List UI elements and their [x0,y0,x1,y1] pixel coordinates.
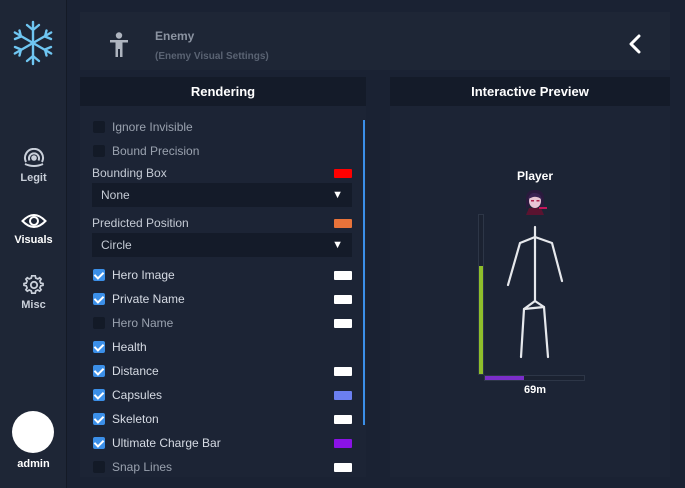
page-title: Enemy [155,29,195,43]
option-ignore-invisible[interactable]: Ignore Invisible [92,117,352,137]
private-name-label: Private Name [112,292,185,306]
hero-name-checkbox[interactable] [93,317,105,329]
nav-label-visuals: Visuals [14,234,53,246]
nav-item-legit[interactable]: Legit [0,148,67,184]
option-hero-image[interactable]: Hero Image [92,265,352,285]
dropdown-arrow-icon: ▼ [332,189,343,201]
private-name-checkbox[interactable] [93,293,105,305]
ignore-invisible-label: Ignore Invisible [112,120,193,134]
ignore-invisible-checkbox[interactable] [93,121,105,133]
bound-precision-label: Bound Precision [112,144,200,158]
bounding-box-selected: None [101,188,130,202]
nav-item-misc[interactable]: Misc [0,275,67,311]
predicted-position-select[interactable]: Circle ▼ [92,233,352,257]
snowflake-icon[interactable] [10,20,56,66]
nav-item-visuals[interactable]: Visuals [0,212,67,246]
page-subtitle: (Enemy Visual Settings) [155,51,269,62]
option-skeleton[interactable]: Skeleton [92,409,352,429]
page-header: Enemy (Enemy Visual Settings) [80,12,670,70]
snap-lines-color-swatch[interactable] [334,463,352,472]
hero-image-color-swatch[interactable] [334,271,352,280]
skeleton-figure [506,225,564,359]
option-private-name[interactable]: Private Name [92,289,352,309]
bounding-box-color-swatch[interactable] [334,169,352,178]
rendering-title: Rendering [80,77,366,106]
health-checkbox[interactable] [93,341,105,353]
chevron-left-icon[interactable] [628,34,642,54]
health-bar-fill [479,265,483,374]
capsules-label: Capsules [112,388,163,402]
target-icon [23,148,44,167]
distance-readout: 69m [523,384,547,396]
nav-label-misc: Misc [21,299,46,311]
distance-color-swatch[interactable] [334,367,352,376]
predicted-position-color-swatch[interactable] [334,219,352,228]
distance-label: Distance [112,364,159,378]
eye-icon [20,214,47,228]
nav-label-legit: Legit [20,172,47,184]
hero-image-label: Hero Image [112,268,175,282]
option-health[interactable]: Health [92,337,352,357]
option-predicted-position: Predicted Position [92,213,352,233]
option-bounding-box: Bounding Box [92,163,352,183]
option-ultimate-charge-bar[interactable]: Ultimate Charge Bar [92,433,352,453]
hero-name-color-swatch[interactable] [334,319,352,328]
option-bound-precision[interactable]: Bound Precision [92,141,352,161]
preview-panel: Interactive Preview Player 69m [390,77,670,477]
bound-precision-checkbox[interactable] [93,145,105,157]
preview-title: Interactive Preview [390,77,670,106]
skeleton-color-swatch[interactable] [334,415,352,424]
ultimate-charge-bar [484,375,585,381]
bounding-box-select[interactable]: None ▼ [92,183,352,207]
health-bar [478,214,484,375]
health-label: Health [112,340,147,354]
ultimate-charge-bar-checkbox[interactable] [93,437,105,449]
scrollbar[interactable] [363,120,365,425]
dropdown-arrow-icon: ▼ [332,239,343,251]
sidebar: Legit Visuals Misc admin [0,0,67,488]
predicted-position-label: Predicted Position [92,216,189,230]
distance-checkbox[interactable] [93,365,105,377]
capsules-color-swatch[interactable] [334,391,352,400]
snap-lines-checkbox[interactable] [93,461,105,473]
user-name: admin [17,458,50,470]
hero-portrait-icon [525,190,547,215]
ultimate-charge-bar-color-swatch[interactable] [334,439,352,448]
hero-name-label: Hero Name [112,316,174,330]
ultimate-charge-bar-fill [485,376,524,380]
skeleton-label: Skeleton [112,412,159,426]
bounding-box-label: Bounding Box [92,166,167,180]
private-name-color-swatch[interactable] [334,295,352,304]
gear-icon [22,275,44,294]
skeleton-checkbox[interactable] [93,413,105,425]
option-snap-lines[interactable]: Snap Lines [92,457,352,477]
option-hero-name[interactable]: Hero Name [92,313,352,333]
option-capsules[interactable]: Capsules [92,385,352,405]
ultimate-charge-bar-label: Ultimate Charge Bar [112,436,221,450]
hero-image-checkbox[interactable] [93,269,105,281]
capsules-checkbox[interactable] [93,389,105,401]
rendering-panel: Rendering Ignore Invisible Bound Precisi… [80,77,366,477]
option-distance[interactable]: Distance [92,361,352,381]
avatar[interactable] [12,411,54,453]
snap-lines-label: Snap Lines [112,460,173,474]
person-icon [110,32,128,57]
player-name: Player [516,169,554,183]
predicted-position-selected: Circle [101,238,132,252]
